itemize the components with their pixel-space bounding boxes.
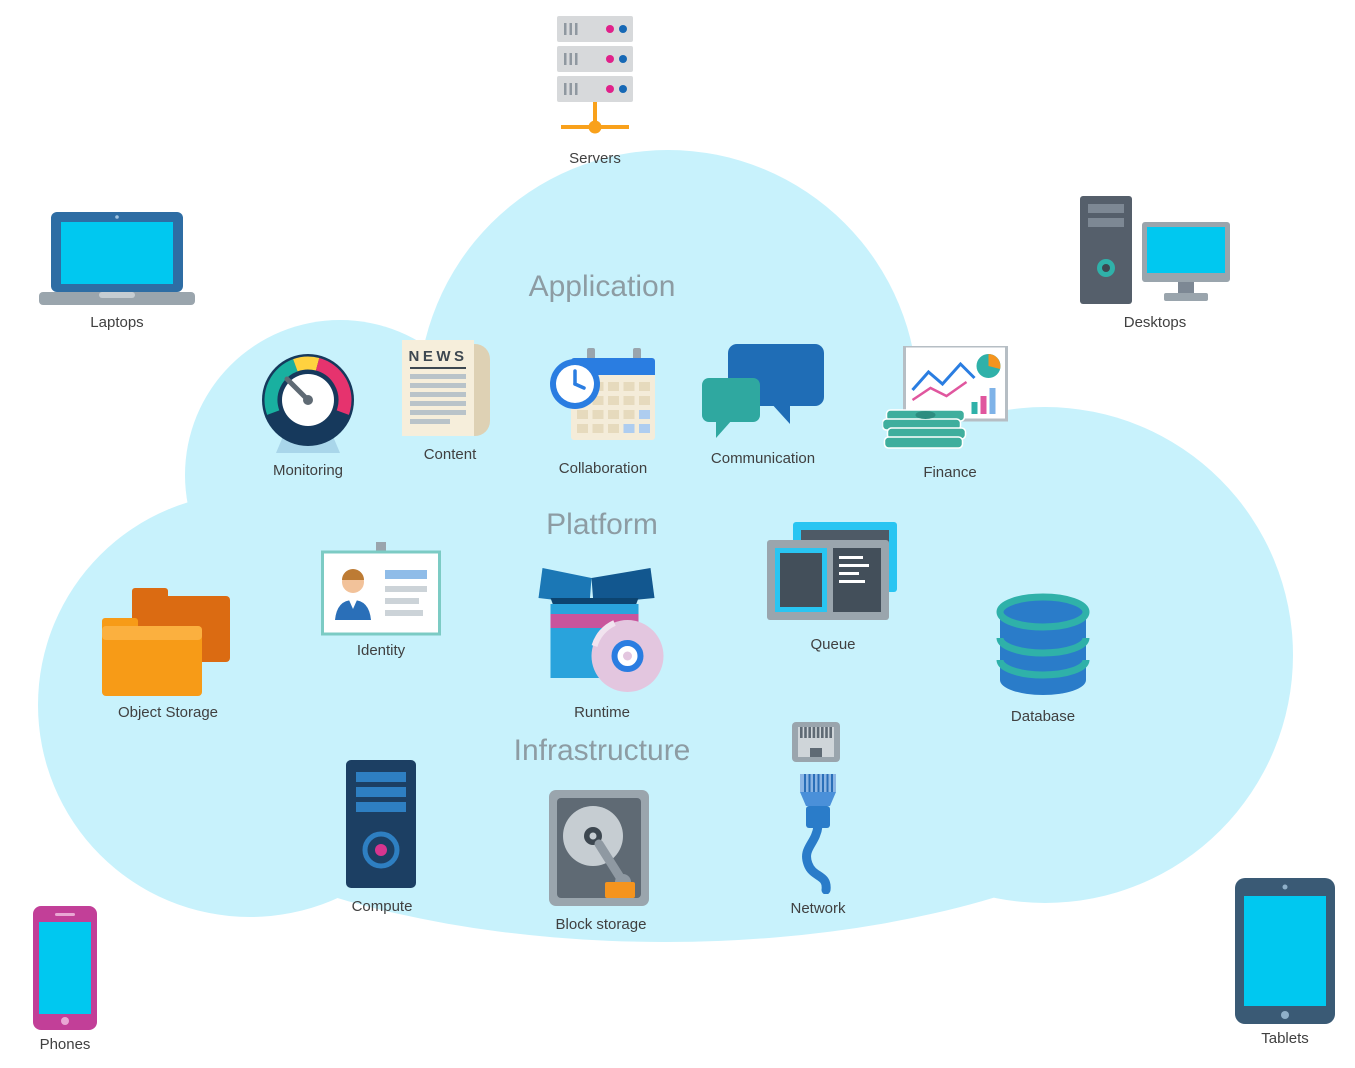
node-label: Servers: [569, 150, 621, 167]
node-label: Database: [1010, 708, 1076, 725]
node-network[interactable]: Network: [786, 722, 850, 917]
node-block-storage[interactable]: Block storage: [549, 790, 653, 933]
node-label: Laptops: [90, 314, 144, 331]
box-cd-icon: [538, 568, 664, 692]
node-object-storage[interactable]: Object Storage: [102, 588, 234, 721]
node-content[interactable]: NEWS Content: [402, 340, 498, 463]
node-database[interactable]: Database: [993, 590, 1093, 725]
server-tower-icon: [346, 760, 416, 888]
laptop-icon: [39, 212, 195, 305]
node-label: Identity: [356, 642, 406, 659]
phone-icon: [33, 906, 97, 1030]
screens-icon: [767, 522, 897, 620]
layer-title-platform: Platform: [546, 508, 658, 541]
charts-money-icon: [882, 346, 1008, 449]
servers-icon: [557, 16, 633, 134]
node-runtime[interactable]: Runtime: [535, 556, 670, 721]
device-tablets[interactable]: Tablets: [1235, 878, 1335, 1047]
device-phones[interactable]: Phones: [33, 906, 97, 1053]
layer-title-infrastructure: Infrastructure: [513, 734, 691, 767]
news-headline-text: NEWS: [409, 348, 468, 365]
node-compute[interactable]: Compute: [346, 760, 418, 915]
layer-title-application: Application: [528, 270, 676, 303]
node-collaboration[interactable]: Collaboration: [547, 342, 659, 477]
database-cylinder-icon: [996, 593, 1090, 695]
desktop-icon: [1080, 196, 1230, 304]
node-label: Finance: [923, 464, 977, 481]
node-queue[interactable]: Queue: [763, 522, 903, 653]
tablet-icon: [1235, 878, 1335, 1024]
ethernet-cable-icon: [792, 722, 840, 894]
node-label: Block storage: [555, 916, 647, 933]
chat-bubbles-icon: [702, 344, 824, 438]
node-label: Compute: [351, 898, 413, 915]
node-label: Phones: [39, 1036, 91, 1053]
device-laptops[interactable]: Laptops: [39, 212, 195, 331]
node-identity[interactable]: Identity: [321, 542, 441, 659]
node-communication[interactable]: Communication: [702, 344, 824, 467]
node-label: Collaboration: [558, 460, 648, 477]
node-label: Object Storage: [117, 704, 219, 721]
node-label: Queue: [810, 636, 856, 653]
node-finance[interactable]: Finance: [882, 346, 1018, 481]
device-desktops[interactable]: Desktops: [1080, 196, 1230, 331]
folders-icon: [102, 588, 230, 696]
id-card-icon: [321, 542, 441, 636]
newspaper-icon: NEWS: [402, 340, 490, 436]
node-label: Runtime: [574, 704, 630, 721]
node-label: Desktops: [1123, 314, 1187, 331]
node-label: Content: [423, 446, 477, 463]
node-label: Communication: [710, 450, 816, 467]
device-servers[interactable]: Servers: [550, 14, 640, 167]
node-monitoring[interactable]: Monitoring: [256, 352, 360, 479]
node-label: Tablets: [1261, 1030, 1309, 1047]
calendar-clock-icon: [550, 348, 655, 440]
hard-drive-icon: [549, 790, 649, 906]
gauge-icon: [262, 354, 354, 453]
node-label: Monitoring: [272, 462, 344, 479]
node-label: Network: [790, 900, 846, 917]
